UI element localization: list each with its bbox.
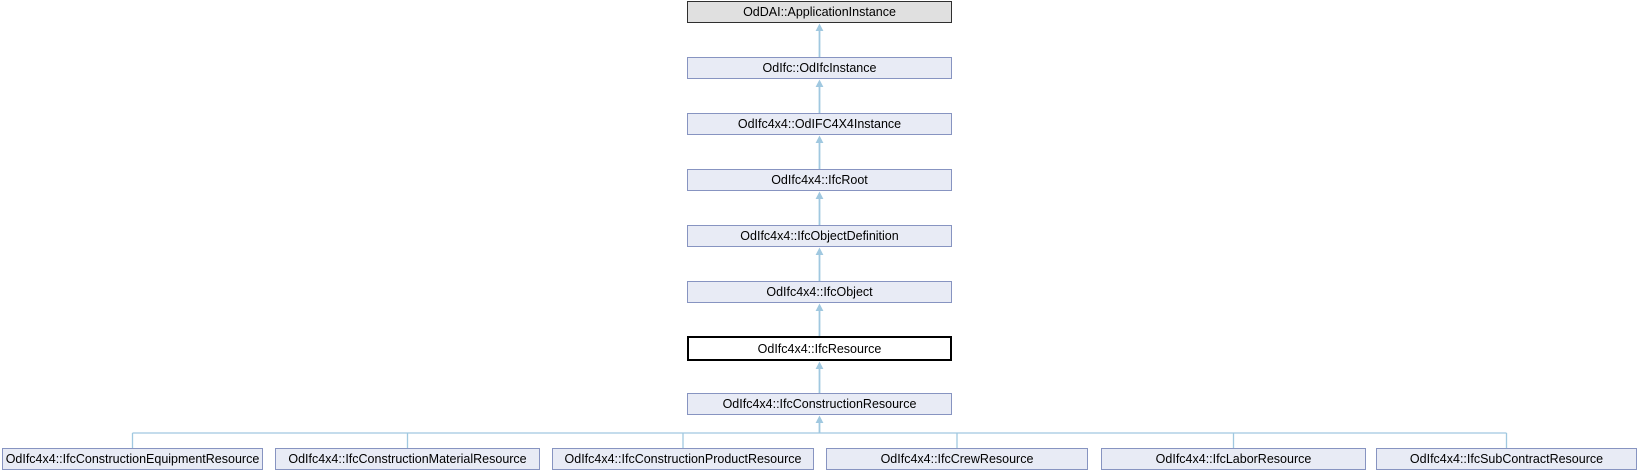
children-connector bbox=[131, 432, 1508, 448]
class-node-ifcconstructionmaterialresource[interactable]: OdIfc4x4::IfcConstructionMaterialResourc… bbox=[275, 448, 540, 470]
class-node-ifcconstructionresource[interactable]: OdIfc4x4::IfcConstructionResource bbox=[687, 393, 952, 415]
class-node-odifc4x4-odifc4x4instance[interactable]: OdIfc4x4::OdIFC4X4Instance bbox=[687, 113, 952, 135]
class-node-ifcroot[interactable]: OdIfc4x4::IfcRoot bbox=[687, 169, 952, 191]
class-node-ifccrewresource[interactable]: OdIfc4x4::IfcCrewResource bbox=[826, 448, 1088, 470]
inheritance-arrow bbox=[815, 191, 824, 225]
inheritance-arrow bbox=[815, 247, 824, 281]
class-node-odifc-odifcinstance[interactable]: OdIfc::OdIfcInstance bbox=[687, 57, 952, 79]
inheritance-arrow bbox=[815, 135, 824, 169]
class-node-ifcresource-current: OdIfc4x4::IfcResource bbox=[687, 336, 952, 361]
inheritance-arrow bbox=[815, 79, 824, 113]
inheritance-arrow bbox=[815, 303, 824, 336]
class-node-oddai-applicationinstance[interactable]: OdDAI::ApplicationInstance bbox=[687, 1, 952, 23]
inheritance-arrow bbox=[815, 415, 824, 433]
class-node-ifcsubcontractresource[interactable]: OdIfc4x4::IfcSubContractResource bbox=[1376, 448, 1637, 470]
class-node-ifcobject[interactable]: OdIfc4x4::IfcObject bbox=[687, 281, 952, 303]
class-node-ifclaborresource[interactable]: OdIfc4x4::IfcLaborResource bbox=[1101, 448, 1366, 470]
class-node-ifcconstructionproductresource[interactable]: OdIfc4x4::IfcConstructionProductResource bbox=[552, 448, 814, 470]
class-node-ifcconstructionequipmentresource[interactable]: OdIfc4x4::IfcConstructionEquipmentResour… bbox=[2, 448, 263, 470]
inheritance-arrow bbox=[815, 23, 824, 57]
inheritance-arrow bbox=[815, 361, 824, 393]
class-node-ifcobjectdefinition[interactable]: OdIfc4x4::IfcObjectDefinition bbox=[687, 225, 952, 247]
